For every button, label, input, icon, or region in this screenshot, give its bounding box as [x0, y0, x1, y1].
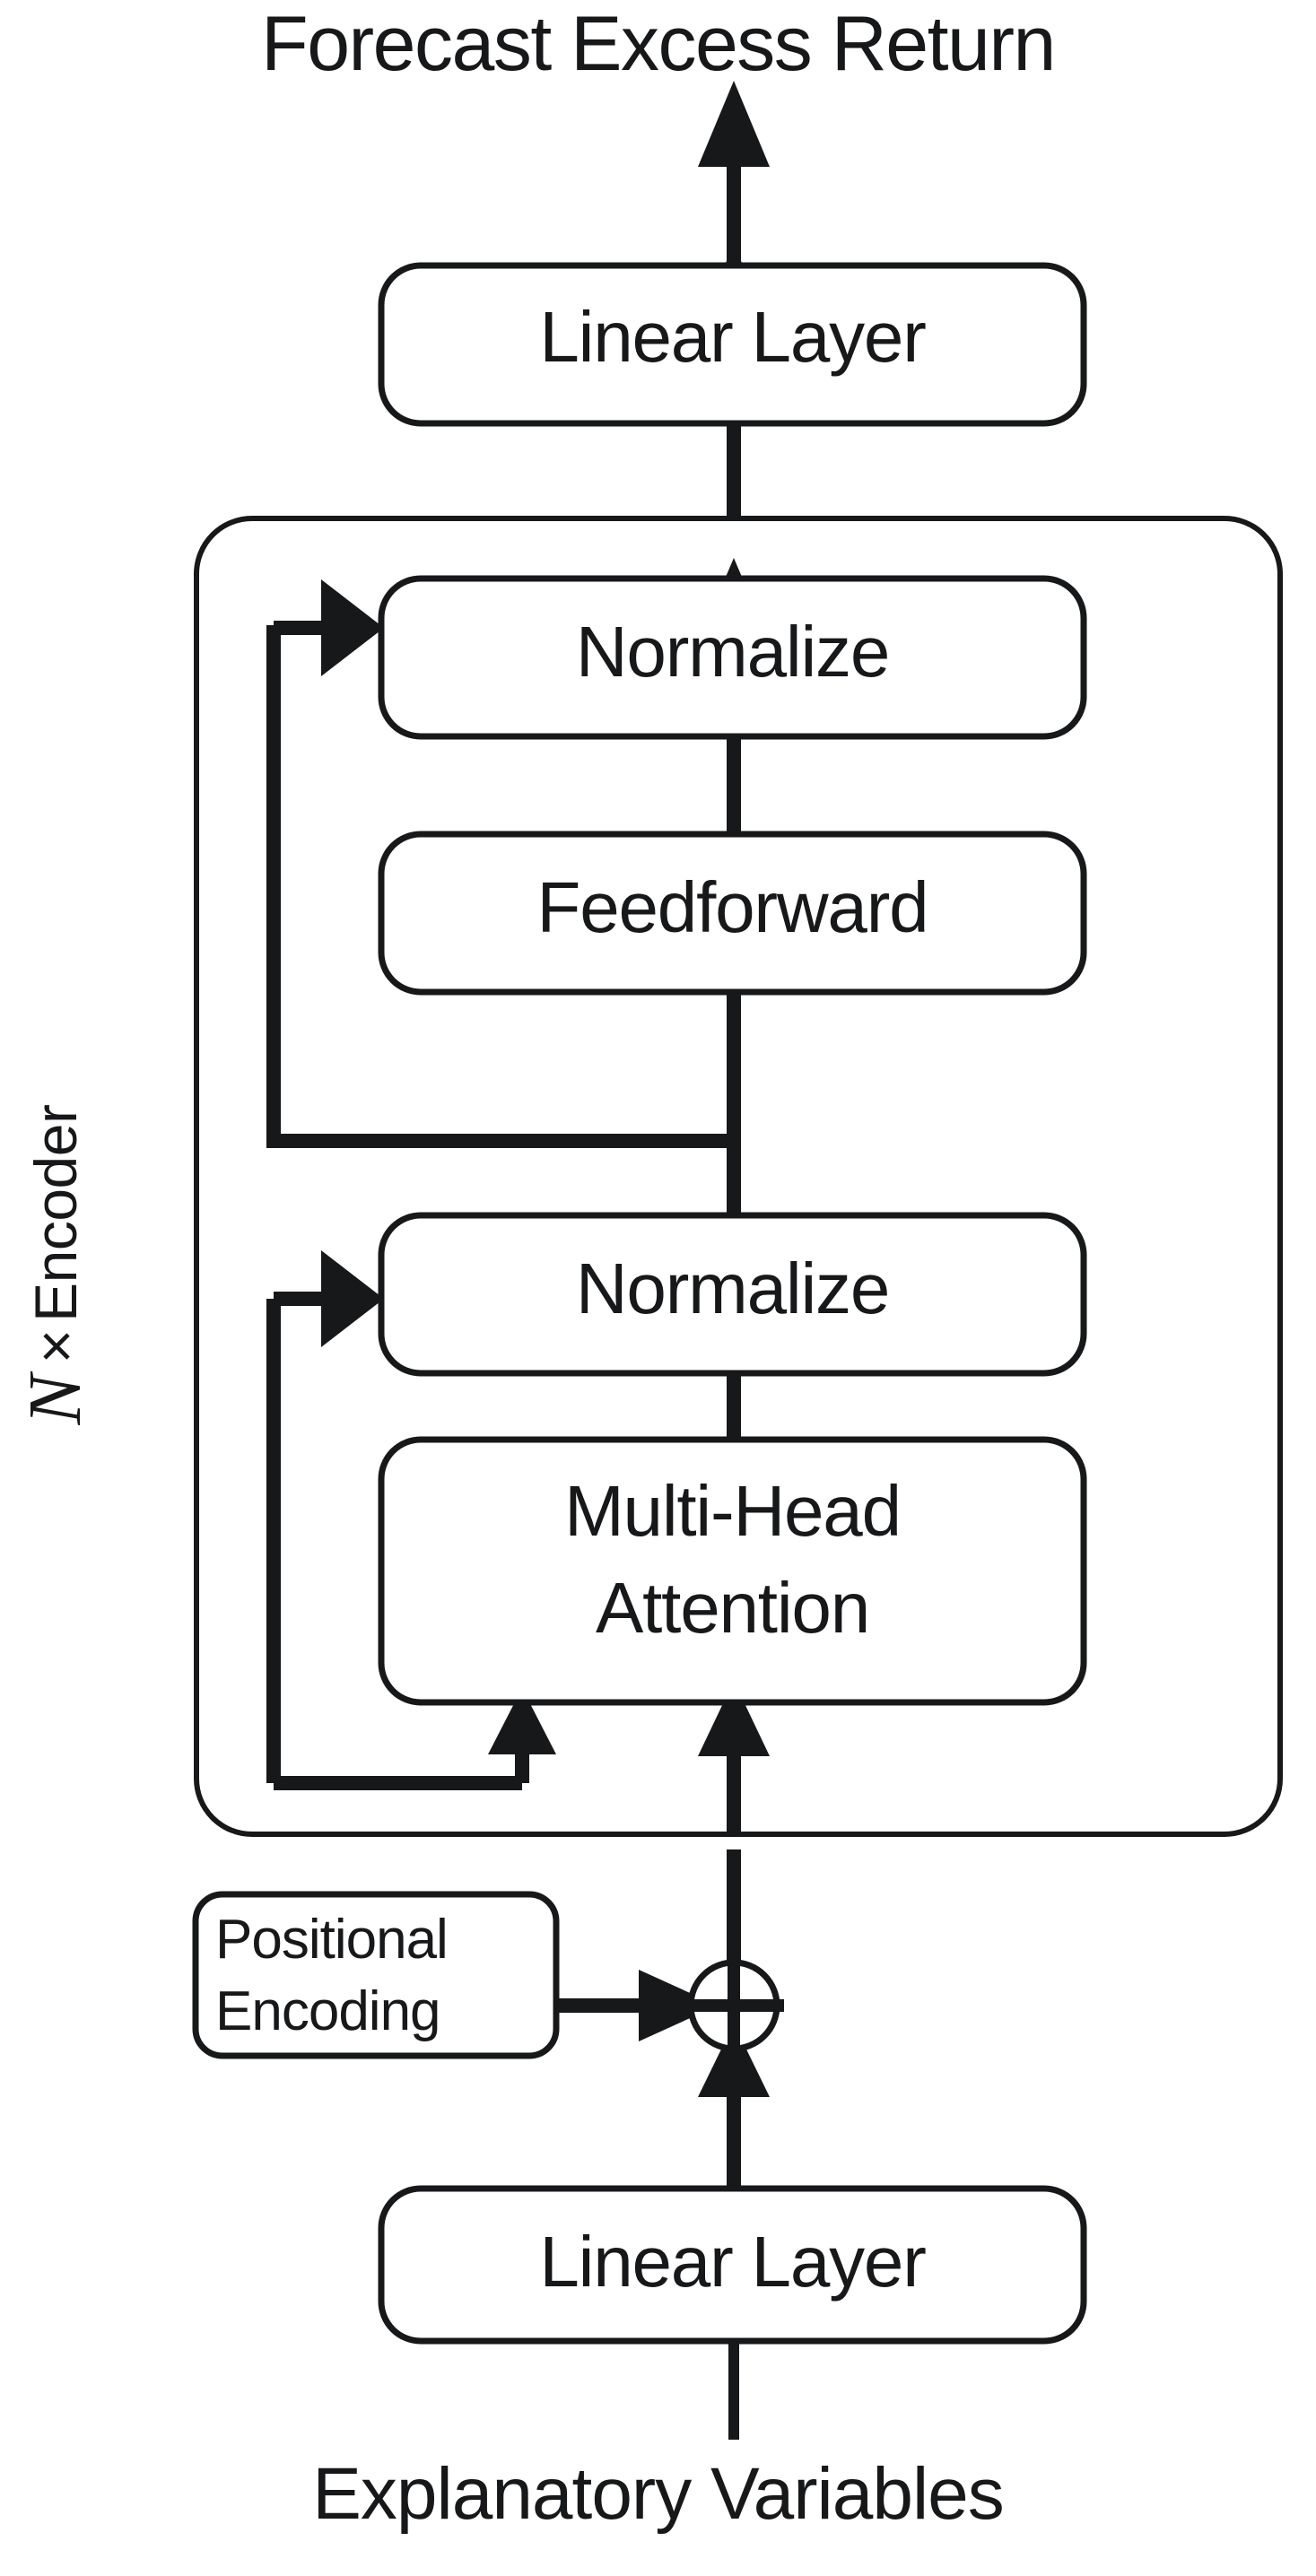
input-caption: Explanatory Variables: [312, 2453, 1005, 2535]
block-positional-encoding: [192, 1891, 560, 2059]
block-linear-layer-top: [378, 262, 1087, 427]
block-linear-layer-bottom: [378, 2185, 1087, 2345]
block-feedforward: [378, 831, 1087, 996]
block-normalize-bottom: [378, 1212, 1087, 1377]
edge-output-arrow: [698, 81, 770, 262]
block-label-normalize-bottom: Normalize: [575, 1249, 890, 1328]
block-label-positional-encoding-line1: Positional: [215, 1909, 449, 1971]
block-label-multi-head-attention-line1: Multi-Head: [564, 1471, 902, 1551]
multiply-symbol: ×: [22, 1328, 89, 1364]
diagram-block-boxes: [192, 262, 1087, 2345]
block-label-positional-encoding-line2: Encoding: [215, 1980, 441, 2042]
encoder-word-label: Encoder: [22, 1104, 89, 1322]
edge-input-to-attention: [698, 1681, 770, 1834]
add-operator-icon: [684, 1955, 784, 2056]
block-label-linear-layer-top: Linear Layer: [539, 297, 927, 377]
residual-connection-feedforward: [266, 579, 734, 1148]
encoder-repeat-count-symbol: N: [13, 1374, 97, 1425]
block-label-multi-head-attention-line2: Attention: [596, 1568, 870, 1648]
encoder-repeat-label: N × Encoder: [6, 978, 105, 1552]
block-label-normalize-top: Normalize: [575, 612, 890, 692]
edge-positional-encoding-to-add: [556, 1970, 718, 2041]
block-label-feedforward: Feedforward: [536, 867, 929, 947]
edge-linear-bottom-to-add: [698, 2023, 770, 2189]
block-label-linear-layer-bottom: Linear Layer: [539, 2222, 927, 2302]
block-normalize-top: [378, 575, 1087, 740]
residual-connection-attention: [266, 1250, 556, 1790]
block-multi-head-attention: [378, 1436, 1087, 1706]
page-title: Forecast Excess Return: [261, 1, 1056, 87]
